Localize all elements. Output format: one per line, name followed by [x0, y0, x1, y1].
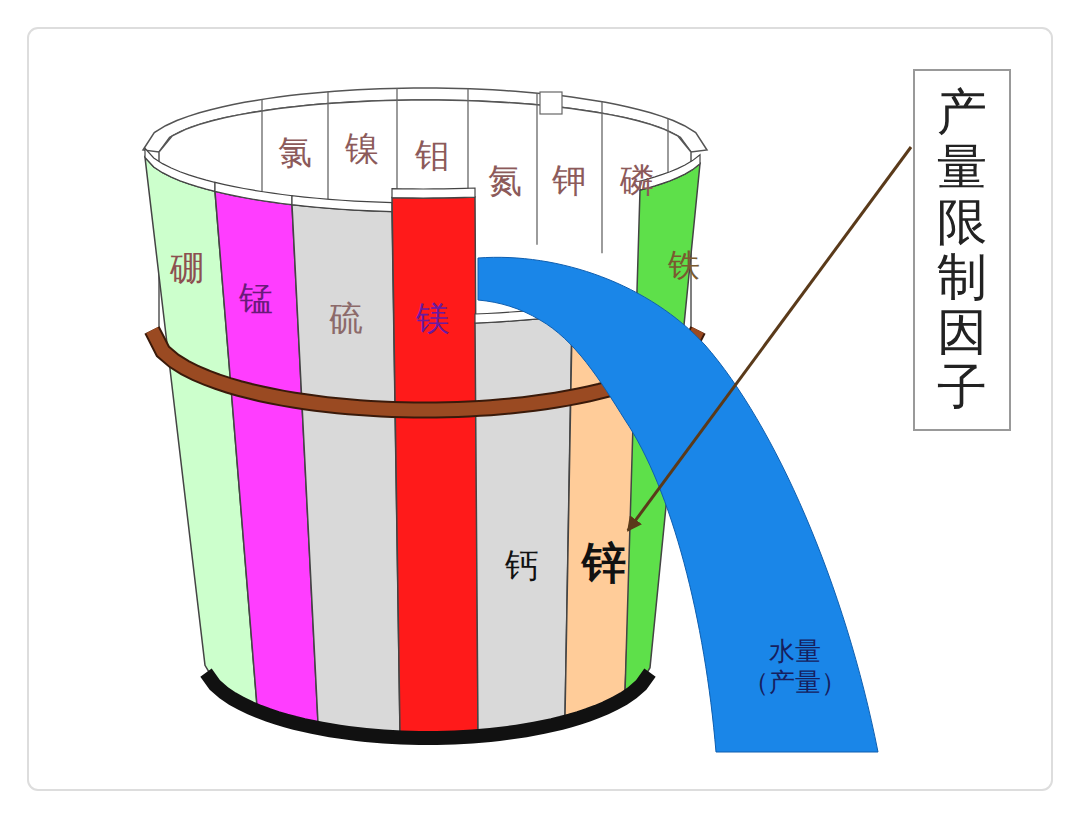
stave-top-face — [292, 196, 392, 212]
stave-divider — [536, 93, 537, 245]
water-label: 水量 （产量） — [736, 634, 854, 700]
label-text: 镁 — [416, 298, 450, 339]
callout-box: 产量限制因子 — [913, 69, 1011, 431]
stave-label: 硫 — [326, 296, 366, 341]
back-stave-label: 氯 — [275, 130, 315, 175]
stave-top-face — [392, 188, 475, 198]
back-stave-label: 钼 — [412, 133, 452, 178]
label-text: 钙 — [505, 545, 539, 586]
back-stave-label: 磷 — [617, 158, 657, 203]
limiting-stave-label: 锌 — [579, 535, 629, 592]
barrel — [143, 88, 878, 752]
label-text: 硫 — [329, 298, 363, 339]
stave-top-face — [145, 148, 215, 191]
stave-divider — [601, 102, 602, 253]
back-stave-label: 镍 — [342, 126, 382, 171]
stave-label: 锰 — [236, 276, 276, 321]
label-text: 锰 — [239, 278, 273, 319]
label-text: 氯 — [278, 132, 312, 173]
label-text: 硼 — [170, 248, 204, 289]
stave-label: 铁 — [665, 244, 703, 286]
short-stave-notch — [540, 92, 562, 114]
label-text: 钼 — [415, 135, 449, 176]
front-stave — [292, 205, 400, 733]
label-text: 铁 — [668, 246, 700, 284]
stave-top-face — [215, 182, 292, 204]
callout-text: 产量限制因子 — [937, 85, 987, 415]
front-stave — [392, 197, 478, 733]
stave-label: 硼 — [167, 246, 207, 291]
back-stave-label: 钾 — [549, 158, 589, 203]
label-text: 锌 — [582, 537, 626, 590]
stave-label: 钙 — [502, 543, 542, 588]
water-stream — [478, 257, 878, 752]
label-text: 镍 — [345, 128, 379, 169]
back-stave-label: 氮 — [485, 158, 525, 203]
leader-arrow — [628, 147, 911, 531]
label-text: 磷 — [620, 160, 654, 201]
frame — [28, 28, 1052, 790]
label-text: 氮 — [488, 160, 522, 201]
bottom-band — [206, 673, 650, 738]
front-stave — [475, 315, 572, 731]
stave-label: 镁 — [413, 296, 453, 341]
label-text: 钾 — [552, 160, 586, 201]
label-text: 水量 （产量） — [739, 636, 851, 698]
